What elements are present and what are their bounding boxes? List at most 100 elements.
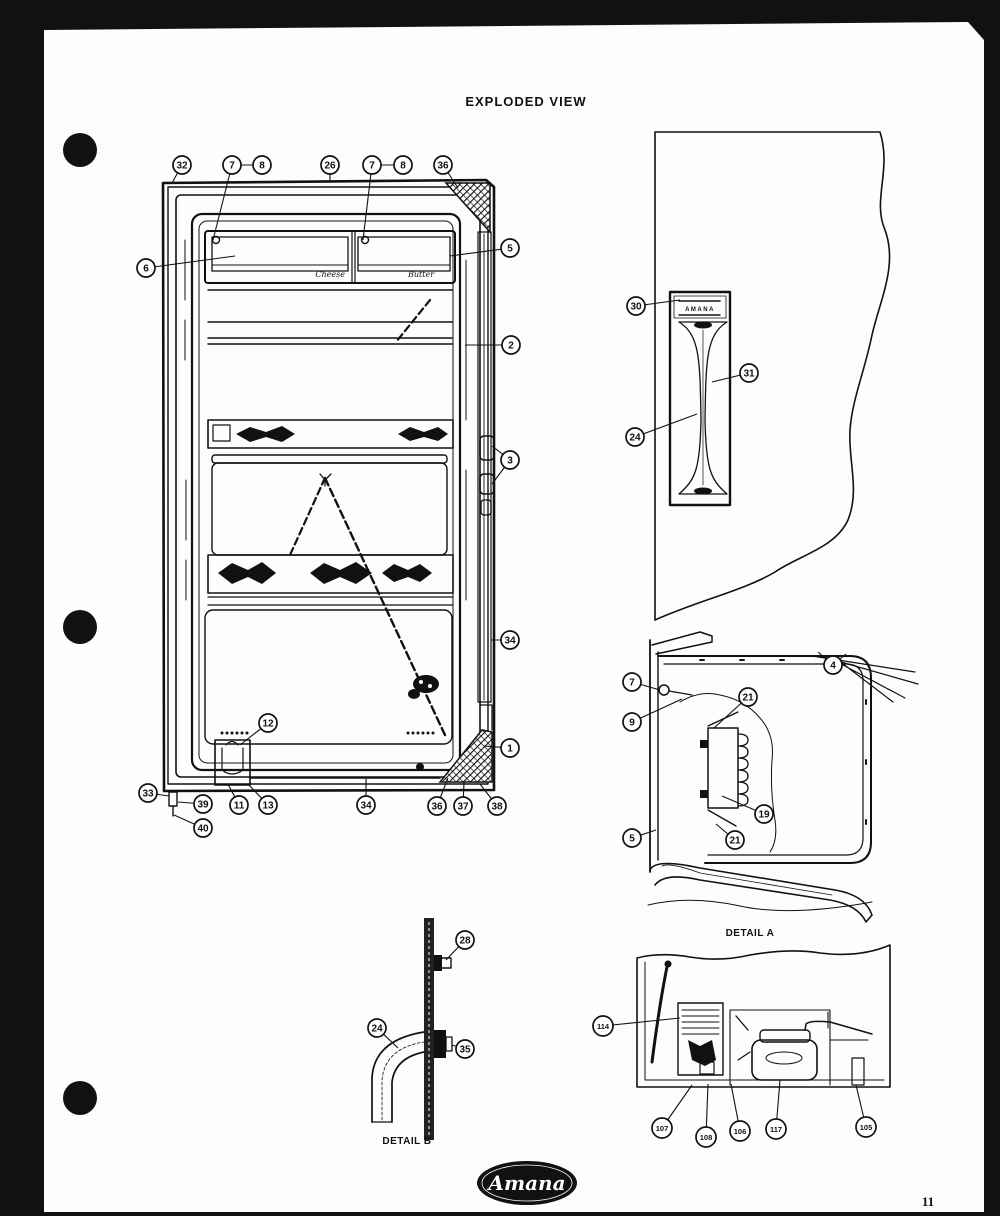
callout-1: 1 (483, 738, 520, 758)
callout-2: 2 (465, 335, 521, 355)
door-liner-inner (198, 220, 454, 764)
callout-8-left: 8 (252, 155, 272, 175)
svg-text:24: 24 (629, 433, 641, 444)
detail-b-callouts: 28 24 35 (367, 930, 475, 1059)
svg-text:13: 13 (262, 801, 274, 812)
callout-117: 117 (765, 1079, 787, 1140)
svg-text:6: 6 (143, 264, 149, 275)
svg-text:11: 11 (234, 801, 245, 812)
hole-punch-bottom (63, 1081, 97, 1115)
drain-tube (650, 960, 670, 1064)
shelf-trim-pattern (310, 562, 372, 584)
shelf-trim-pattern (218, 562, 276, 584)
door-panel-edge (167, 186, 489, 785)
callout-21-lower: 21 (715, 823, 745, 850)
nameplate-hourglass (678, 321, 728, 495)
svg-text:7: 7 (629, 678, 635, 689)
svg-text:21: 21 (742, 693, 754, 704)
door-gasket-section-outer (371, 1031, 425, 1123)
callout-5-detail-a: 5 (622, 828, 657, 848)
svg-text:33: 33 (142, 789, 154, 800)
heater-wires (811, 655, 919, 703)
callout-108: 108 (695, 1083, 717, 1148)
svg-text:106: 106 (734, 1127, 747, 1136)
svg-text:5: 5 (629, 834, 635, 845)
callout-36-bottom: 36 (427, 777, 449, 816)
door-assembly: Cheese Butter (161, 178, 496, 817)
detail-a (647, 631, 919, 923)
bottom-left-bracket (214, 739, 251, 786)
refrigerant-line (804, 1020, 873, 1035)
svg-text:30: 30 (630, 302, 642, 313)
callout-9: 9 (622, 698, 683, 732)
svg-text:4: 4 (830, 661, 836, 672)
liner-panel: AMANA (654, 131, 891, 621)
svg-text:40: 40 (197, 824, 209, 835)
detail-b (371, 918, 453, 1140)
hinge-pin-lower (434, 1030, 453, 1058)
svg-text:7: 7 (369, 161, 375, 172)
shelf-trim-pattern (398, 427, 448, 441)
callout-107: 107 (651, 1084, 693, 1139)
svg-text:8: 8 (400, 161, 406, 172)
svg-text:108: 108 (700, 1133, 713, 1142)
callout-39: 39 (177, 794, 213, 814)
liner-section-outer (657, 655, 872, 864)
detail-a-callouts: 4 7 9 21 19 5 21 (622, 651, 847, 850)
explode-line-tip (319, 473, 332, 487)
nameplate: AMANA (668, 290, 732, 507)
liner-callouts: 30 31 24 (625, 296, 759, 447)
callout-34-right: 34 (491, 630, 520, 650)
shelf-front-lower (207, 554, 454, 606)
callout-7-right: 7 (362, 155, 403, 241)
callout-3: 3 (491, 445, 520, 485)
door-bin-lower (204, 609, 453, 745)
door-stop-part (408, 675, 439, 699)
handle-mount-lower (479, 473, 495, 495)
svg-text:24: 24 (371, 1024, 383, 1035)
callout-106: 106 (729, 1083, 751, 1142)
callout-40: 40 (173, 814, 213, 838)
detail-b-caption: DETAIL B (382, 1136, 431, 1147)
svg-text:35: 35 (459, 1045, 471, 1056)
svg-text:36: 36 (431, 802, 443, 813)
door-bottom-dot (416, 763, 424, 771)
door-top-flange (651, 631, 713, 655)
svg-text:19: 19 (758, 810, 770, 821)
svg-text:7: 7 (229, 161, 235, 172)
compressor-mount (729, 1009, 831, 1086)
detail-a-caption: DETAIL A (726, 928, 775, 939)
svg-text:32: 32 (176, 161, 188, 172)
callout-12: 12 (239, 713, 278, 746)
svg-text:21: 21 (729, 836, 741, 847)
liner-panel-outline (654, 131, 891, 621)
liner-side-ribs (184, 239, 467, 601)
hole-punch-top (63, 133, 97, 167)
condenser (677, 1002, 724, 1076)
door-gasket-section-inner (391, 1051, 425, 1123)
svg-text:5: 5 (507, 244, 513, 255)
svg-text:3: 3 (507, 456, 513, 467)
amana-logo: Amana (477, 1161, 577, 1205)
callout-33: 33 (138, 783, 170, 803)
cutaway-break-line (679, 693, 777, 853)
callout-38: 38 (479, 783, 507, 816)
callout-4: 4 (817, 651, 847, 675)
butter-label: Butter (407, 270, 435, 279)
svg-text:26: 26 (324, 161, 336, 172)
door-edge-strip (477, 231, 492, 703)
explode-line-shelf (394, 298, 432, 344)
vent-dots (220, 731, 435, 735)
shelf-clip (212, 424, 231, 442)
callout-34-bottom: 34 (356, 779, 376, 815)
callout-31: 31 (711, 363, 759, 383)
svg-text:8: 8 (259, 161, 265, 172)
cheese-door (211, 236, 349, 272)
svg-text:31: 31 (743, 369, 755, 380)
svg-text:28: 28 (459, 936, 471, 947)
callout-32: 32 (171, 155, 192, 184)
amana-logo-text: Amana (486, 1171, 565, 1195)
callout-37: 37 (453, 781, 473, 816)
svg-text:9: 9 (629, 718, 635, 729)
